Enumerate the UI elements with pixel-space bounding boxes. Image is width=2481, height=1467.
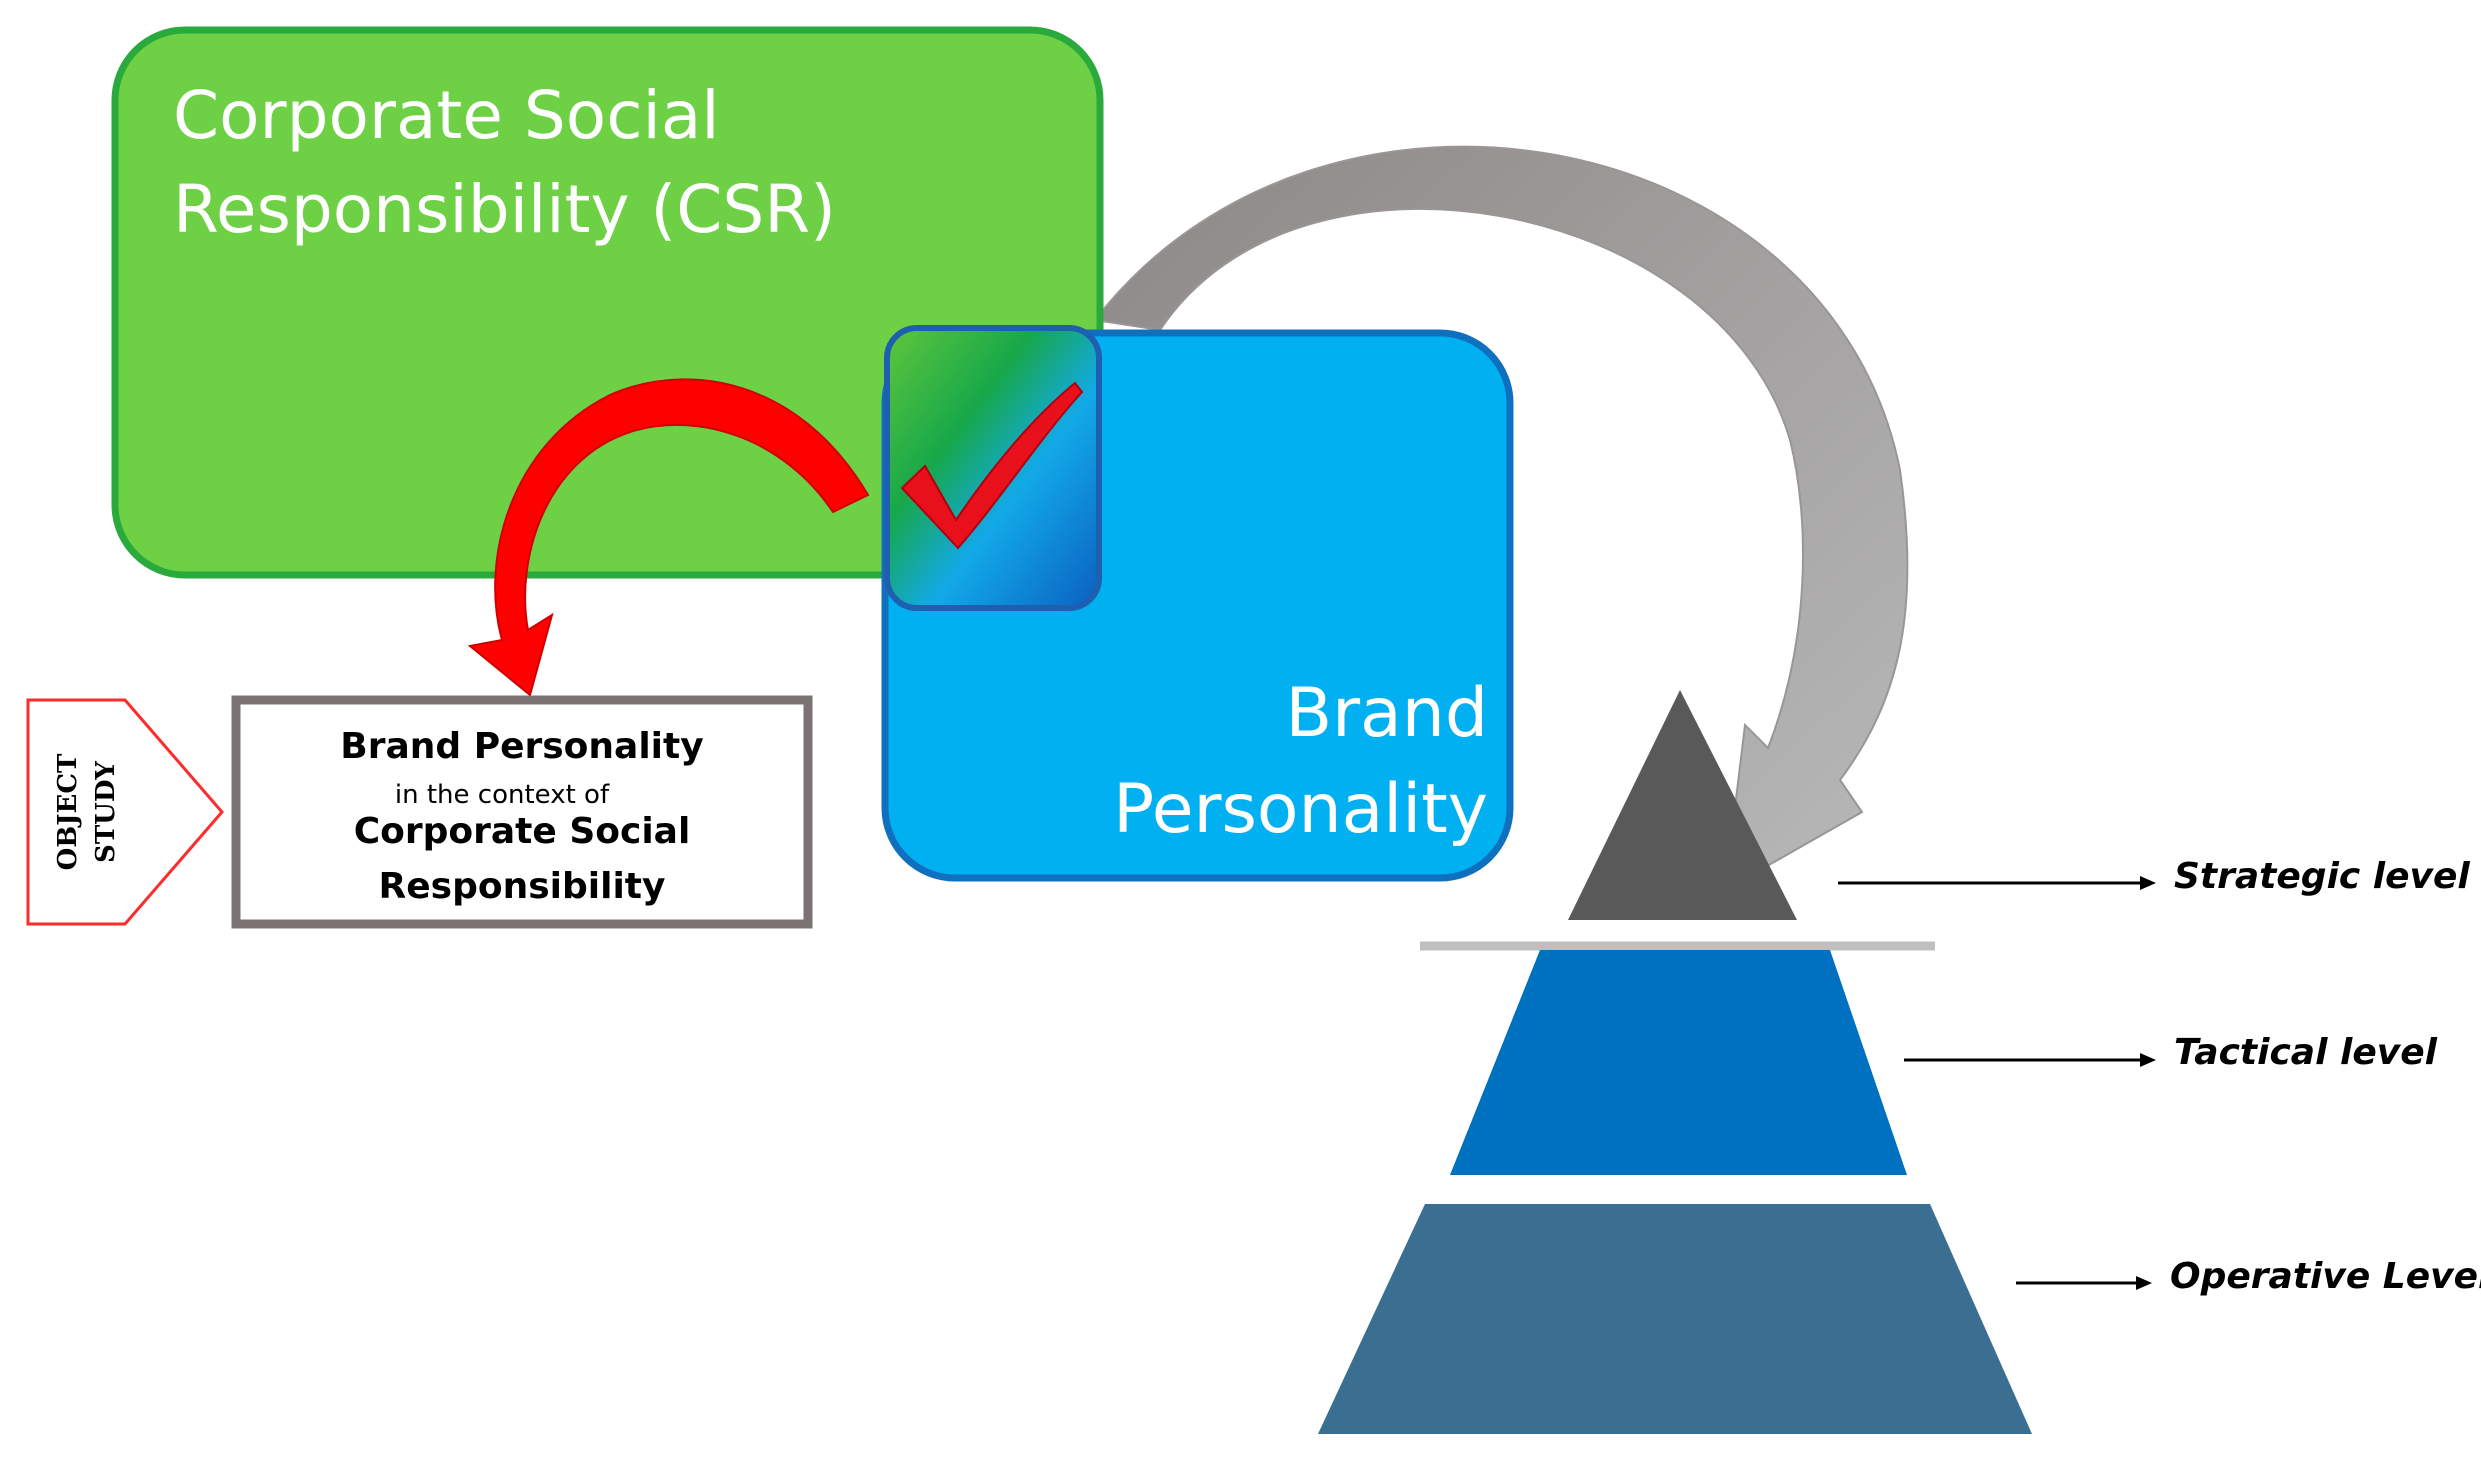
level-pointer-tactical: Tactical level	[1904, 1032, 2438, 1073]
brand-title-line1: Brand	[1285, 674, 1488, 753]
object-study-tag: OBJECT STUDY	[26, 698, 224, 926]
object-study-shape	[26, 698, 224, 926]
pyramid-operative	[1318, 1204, 2032, 1434]
checkmark-icon	[900, 381, 1084, 550]
object-study-connector: in the context of	[395, 780, 610, 810]
arrow-right-icon	[2136, 1276, 2152, 1290]
object-study-label-line1: OBJECT	[53, 753, 83, 870]
level-label-operative: Operative Level	[2170, 1256, 2481, 1297]
overlap-check	[884, 325, 1102, 611]
object-study-label-line2: STUDY	[91, 761, 121, 863]
csr-title-line2: Responsibility (CSR)	[173, 171, 836, 248]
curved-arrow-red	[467, 378, 870, 697]
object-study-subtitle-line1: Corporate Social	[354, 811, 691, 852]
object-study-title: Brand Personality	[340, 726, 703, 767]
brand-title-line2: Personality	[1113, 770, 1488, 849]
arrow-right-icon	[2140, 1053, 2156, 1067]
level-pointer-operative: Operative Level	[2016, 1256, 2481, 1297]
curved-arrow-gray	[1093, 145, 1909, 892]
pyramid	[1318, 690, 2032, 1434]
arrow-right-icon	[2140, 876, 2156, 890]
object-study-subtitle-line2: Responsibility	[379, 866, 666, 907]
level-label-tactical: Tactical level	[2174, 1032, 2438, 1073]
pyramid-strategic	[1568, 690, 1797, 920]
pyramid-tactical	[1450, 950, 1907, 1175]
csr-box-shape	[111, 26, 1104, 579]
csr-title-line1: Corporate Social	[173, 77, 720, 154]
object-study-frame	[231, 695, 813, 929]
level-pointer-strategic: Strategic level	[1838, 856, 2470, 897]
csr-box: Corporate Social Responsibility (CSR)	[111, 26, 1104, 579]
object-study-box: Brand Personality in the context of Corp…	[231, 695, 813, 929]
level-label-strategic: Strategic level	[2174, 856, 2470, 897]
